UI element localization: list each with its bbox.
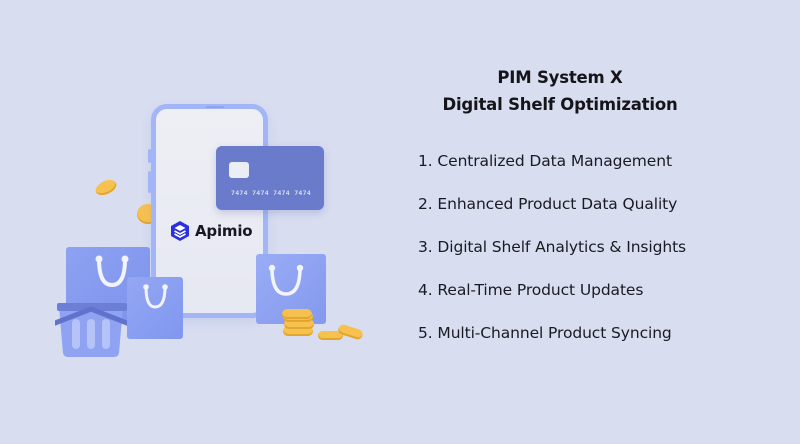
feature-item: 1. Centralized Data Management (418, 152, 672, 170)
feature-list: 1. Centralized Data Management 2. Enhanc… (418, 149, 686, 364)
shopping-bag-icon (127, 277, 183, 339)
title-line-2: Digital Shelf Optimization (442, 95, 678, 114)
page-title: PIM System X Digital Shelf Optimization (400, 64, 720, 118)
coin-icon (284, 319, 314, 329)
coin-icon (283, 326, 313, 336)
phone-notch (206, 106, 224, 108)
feature-item: 5. Multi-Channel Product Syncing (418, 324, 672, 342)
ecommerce-illustration: 7474 7474 7474 7474 Apimio (55, 104, 364, 357)
shopping-basket-icon (55, 303, 127, 357)
bag-handle-icon (95, 255, 129, 288)
title-line-1: PIM System X (497, 68, 623, 87)
feature-item: 2. Enhanced Product Data Quality (418, 195, 678, 213)
card-chip-icon (229, 162, 249, 178)
phone-side-button (148, 149, 151, 163)
feature-item: 3. Digital Shelf Analytics & Insights (418, 238, 687, 256)
coin-icon (282, 309, 312, 319)
stacked-layers-icon (171, 221, 189, 241)
card-number: 7474 7474 7474 7474 (231, 189, 312, 197)
credit-card: 7474 7474 7474 7474 (216, 146, 324, 210)
coin-icon (318, 331, 343, 340)
bag-handle-icon (143, 284, 168, 309)
coin-icon (93, 176, 119, 199)
apimio-logo: Apimio (169, 220, 253, 242)
bag-handle-icon (268, 264, 304, 296)
feature-item: 4. Real-Time Product Updates (418, 281, 644, 299)
phone-side-button (148, 171, 151, 193)
logo-text: Apimio (195, 222, 253, 240)
